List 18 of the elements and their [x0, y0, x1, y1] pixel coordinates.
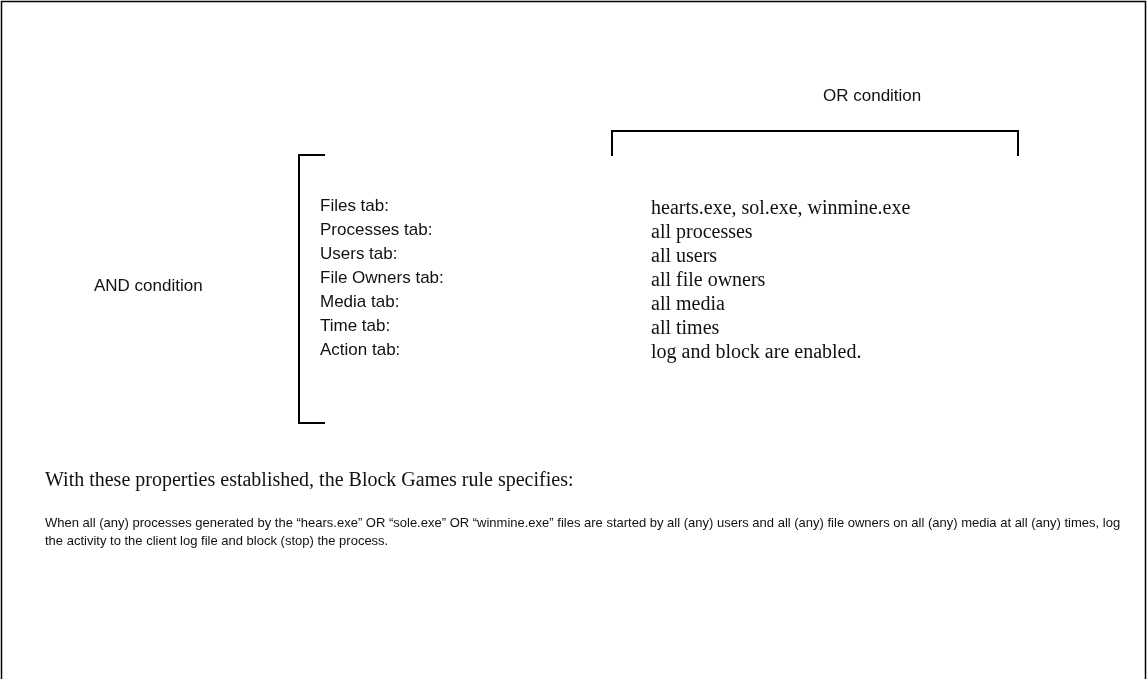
- tab-label: File Owners tab:: [320, 268, 444, 289]
- tab-value: all times: [651, 315, 720, 339]
- tab-label: Files tab:: [320, 196, 389, 217]
- tab-value: all users: [651, 243, 718, 267]
- tab-value: hearts.exe, sol.exe, winmine.exe: [651, 195, 911, 219]
- tab-value: log and block are enabled.: [651, 339, 862, 363]
- tab-label: Processes tab:: [320, 220, 433, 241]
- tab-value: all media: [651, 291, 725, 315]
- tab-value: all file owners: [651, 267, 766, 291]
- condition-label: AND condition: [94, 276, 203, 297]
- tab-label: Users tab:: [320, 244, 398, 265]
- sentence: With these properties established, the Block Games rule specifies:: [45, 467, 574, 491]
- tab-label: Time tab:: [320, 316, 391, 337]
- tab-label: Action tab:: [320, 340, 401, 361]
- tab-label: Media tab:: [320, 292, 400, 313]
- tab-value: all processes: [651, 219, 753, 243]
- condition-label: OR condition: [823, 86, 922, 107]
- description-paragraph: When all (any) processes generated by the “hears.exe” OR “sole.exe” OR “winmine.exe” files are started by all (any) users and all (any) file owners on all (any) media at all (any) times, log the activity to the client log file and block (stop) the process.: [45, 514, 1122, 550]
